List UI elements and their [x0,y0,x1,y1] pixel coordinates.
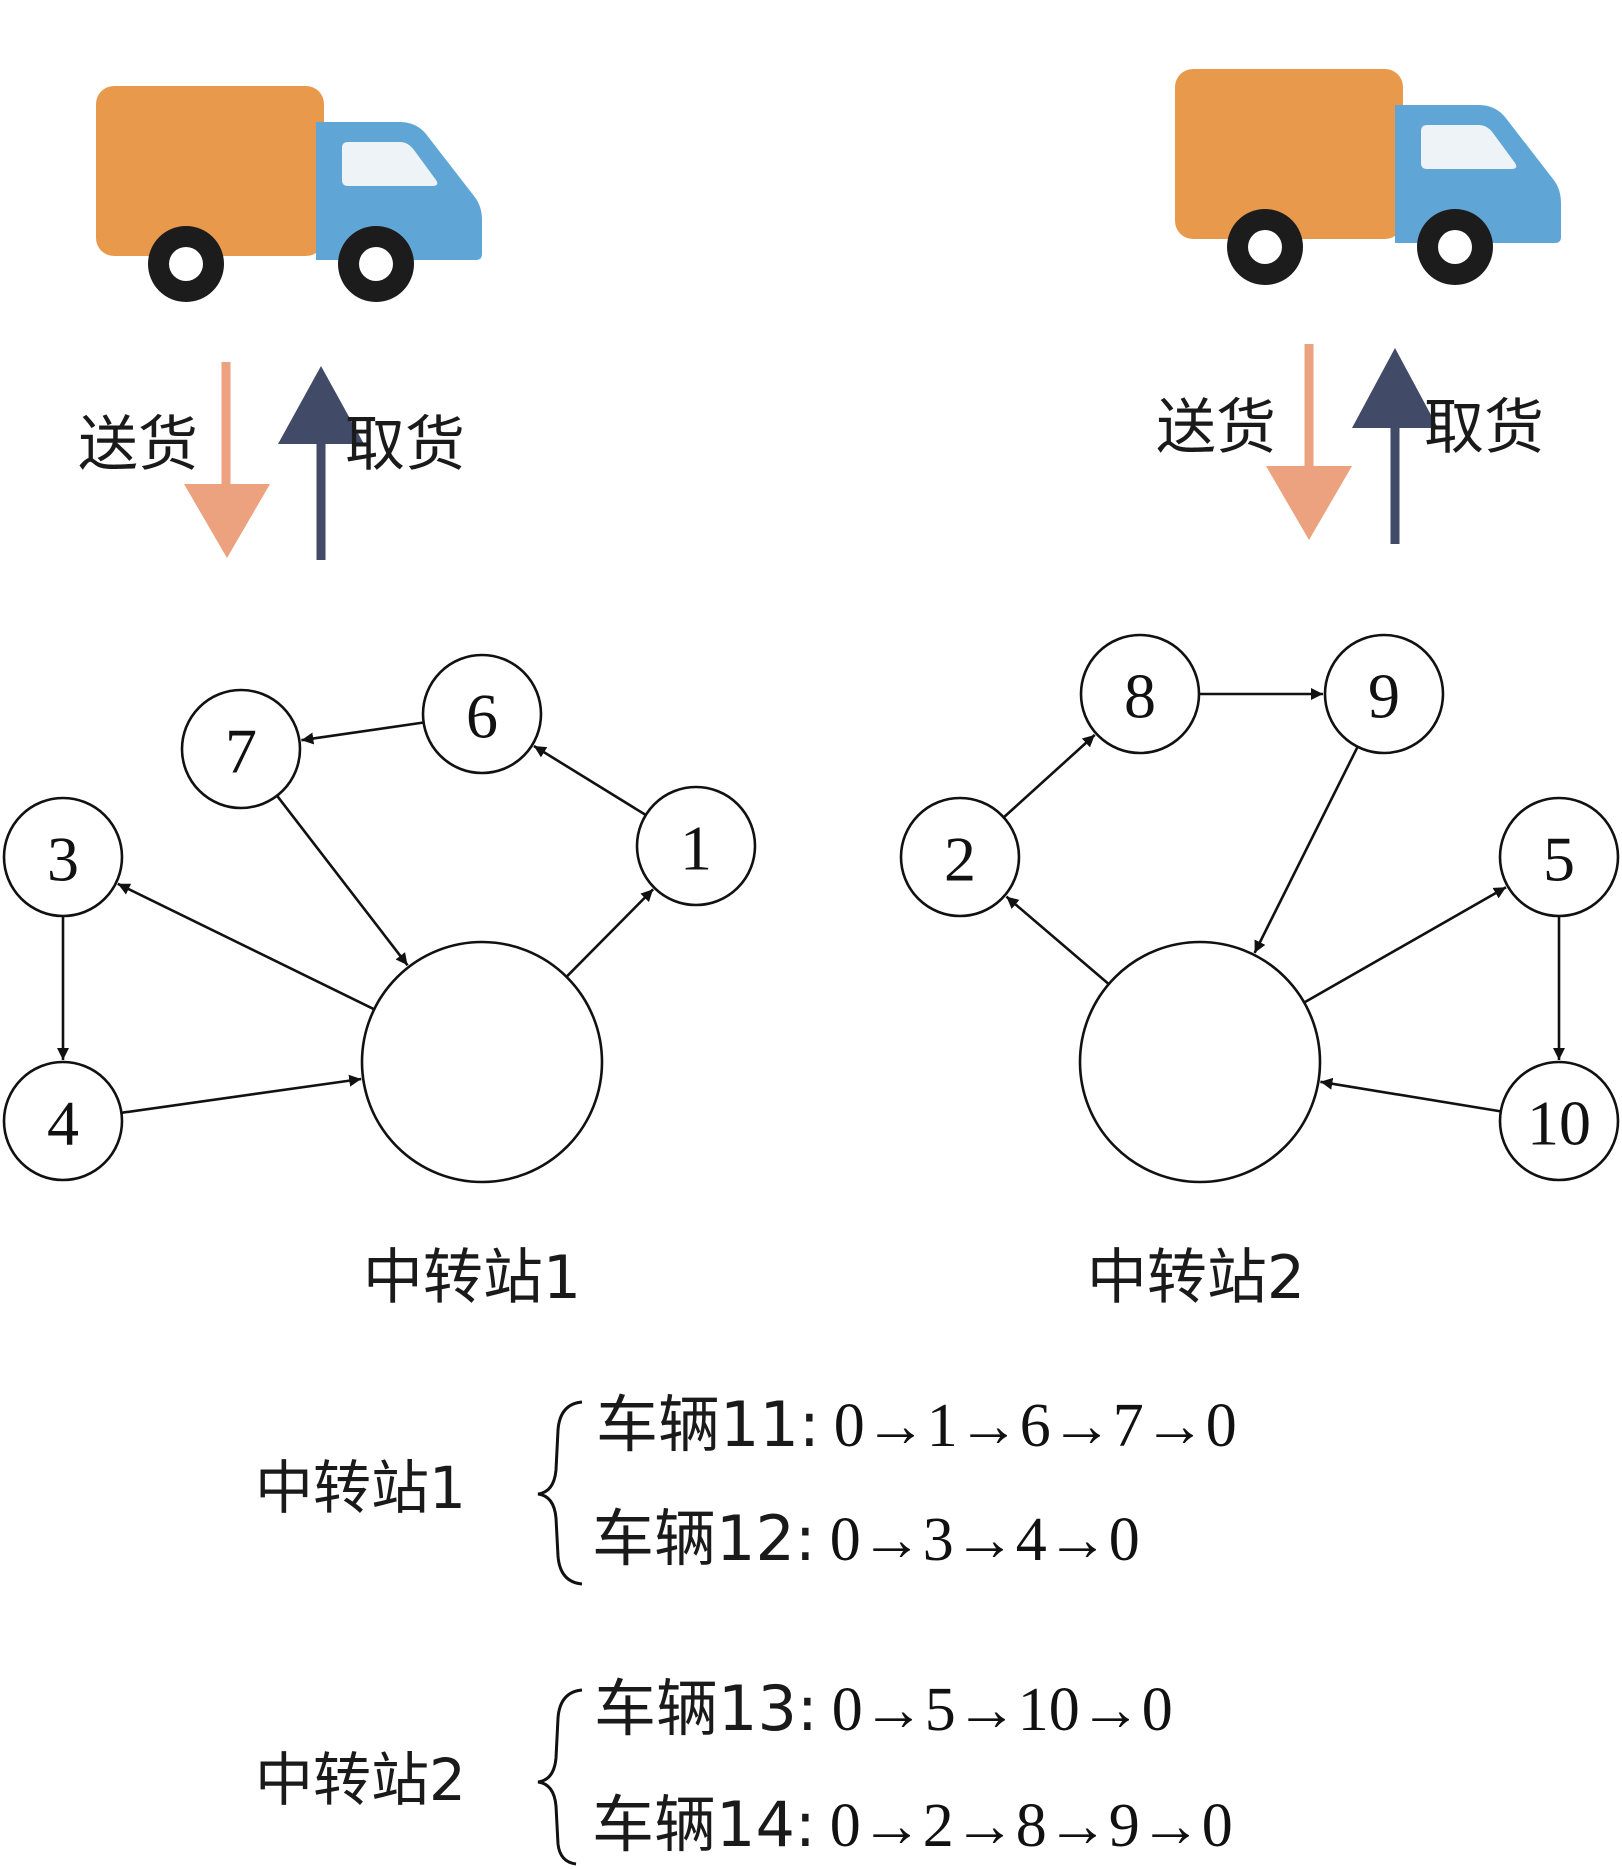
edge-0-to-5 [1303,886,1507,1004]
node-circle [899,796,1021,918]
legend-group-2: 中转站2 车辆13:0→5→10→0 车辆14:0→2→8→9→0 [255,1672,1233,1866]
edge-0-to-1 [565,888,655,978]
edge-1-to-6 [533,744,647,817]
node-circle [2,796,124,918]
edge-9-to-0 [1253,746,1359,954]
truck-1-icon [96,86,482,302]
node-label: 2 [944,824,976,895]
node-label: 8 [1124,661,1156,732]
node-circle [180,688,302,810]
node-label: 5 [1543,824,1575,895]
deliver-label-1: 送货 [78,410,198,480]
node-7: 7 [180,688,302,810]
node-circle [2,1060,124,1182]
truck-wheel-front [1417,209,1493,285]
edge-4-to-0 [121,1074,362,1115]
pickup-arrow-1 [278,366,364,560]
legend-group-1: 中转站1 车辆11:0→1→6→7→0 车辆12:0→3→4→0 [255,1388,1237,1586]
node-8: 8 [1079,633,1201,755]
truck-window [1421,125,1517,169]
graph-edges [57,688,1565,1115]
station-2-hub-node [1078,940,1322,1184]
node-label: 3 [47,824,79,895]
node-5: 5 [1498,796,1620,918]
legend-station-2: 中转站2 [255,1746,466,1814]
node-9: 9 [1323,633,1445,755]
node-10: 10 [1498,1060,1620,1182]
node-2: 2 [899,796,1021,918]
node-circle [1079,633,1201,755]
node-circle [635,785,757,907]
node-circle [1498,796,1620,918]
graph-nodes: 1 6 7 3 4 2 8 9 5 10 [2,633,1620,1184]
node-label: 9 [1368,661,1400,732]
truck-cargo-box [1175,69,1403,239]
truck-window [342,142,438,186]
node-circle [1498,1060,1620,1182]
edge-10-to-0 [1320,1077,1502,1113]
legend-route-row: 车辆11:0→1→6→7→0 [596,1388,1237,1461]
edge-2-to-8 [1002,733,1096,819]
truck-wheel-rear [148,226,224,302]
node-label: 10 [1527,1088,1591,1159]
pickup-label-2: 取货 [1424,393,1544,463]
truck-wheel-front [338,226,414,302]
edge-7-to-0 [275,794,409,967]
node-circle [421,653,543,775]
truck-cargo-box [96,86,324,256]
station-2-caption: 中转站2 [1087,1243,1305,1313]
deliver-arrow-1 [184,362,270,558]
legend-route-row: 车辆13:0→5→10→0 [594,1672,1173,1745]
legend-route-row: 车辆14:0→2→8→9→0 [592,1788,1233,1861]
node-label: 6 [466,681,498,752]
legend-station-1: 中转站1 [255,1454,466,1522]
edge-0-to-3 [117,882,375,1011]
node-label: 1 [680,813,712,884]
node-label: 7 [225,716,257,787]
deliver-arrow-2 [1266,344,1352,540]
truck-2-icon [1175,69,1561,285]
node-1: 1 [635,785,757,907]
pickup-label-1: 取货 [345,410,465,480]
node-3: 3 [2,796,124,918]
station-1-hub-node [360,940,604,1184]
pickup-arrow-2 [1352,348,1438,544]
legend-brace-2 [537,1688,583,1866]
legend-route-row: 车辆12:0→3→4→0 [592,1502,1140,1575]
station-1-caption: 中转站1 [363,1243,581,1313]
node-label: 4 [47,1088,79,1159]
deliver-label-2: 送货 [1156,393,1276,463]
node-6: 6 [421,653,543,775]
node-circle [1323,633,1445,755]
node-4: 4 [2,1060,124,1182]
legend-brace-1 [537,1400,583,1586]
edge-6-to-7 [301,721,424,745]
edge-0-to-2 [1005,895,1110,986]
truck-wheel-rear [1227,209,1303,285]
